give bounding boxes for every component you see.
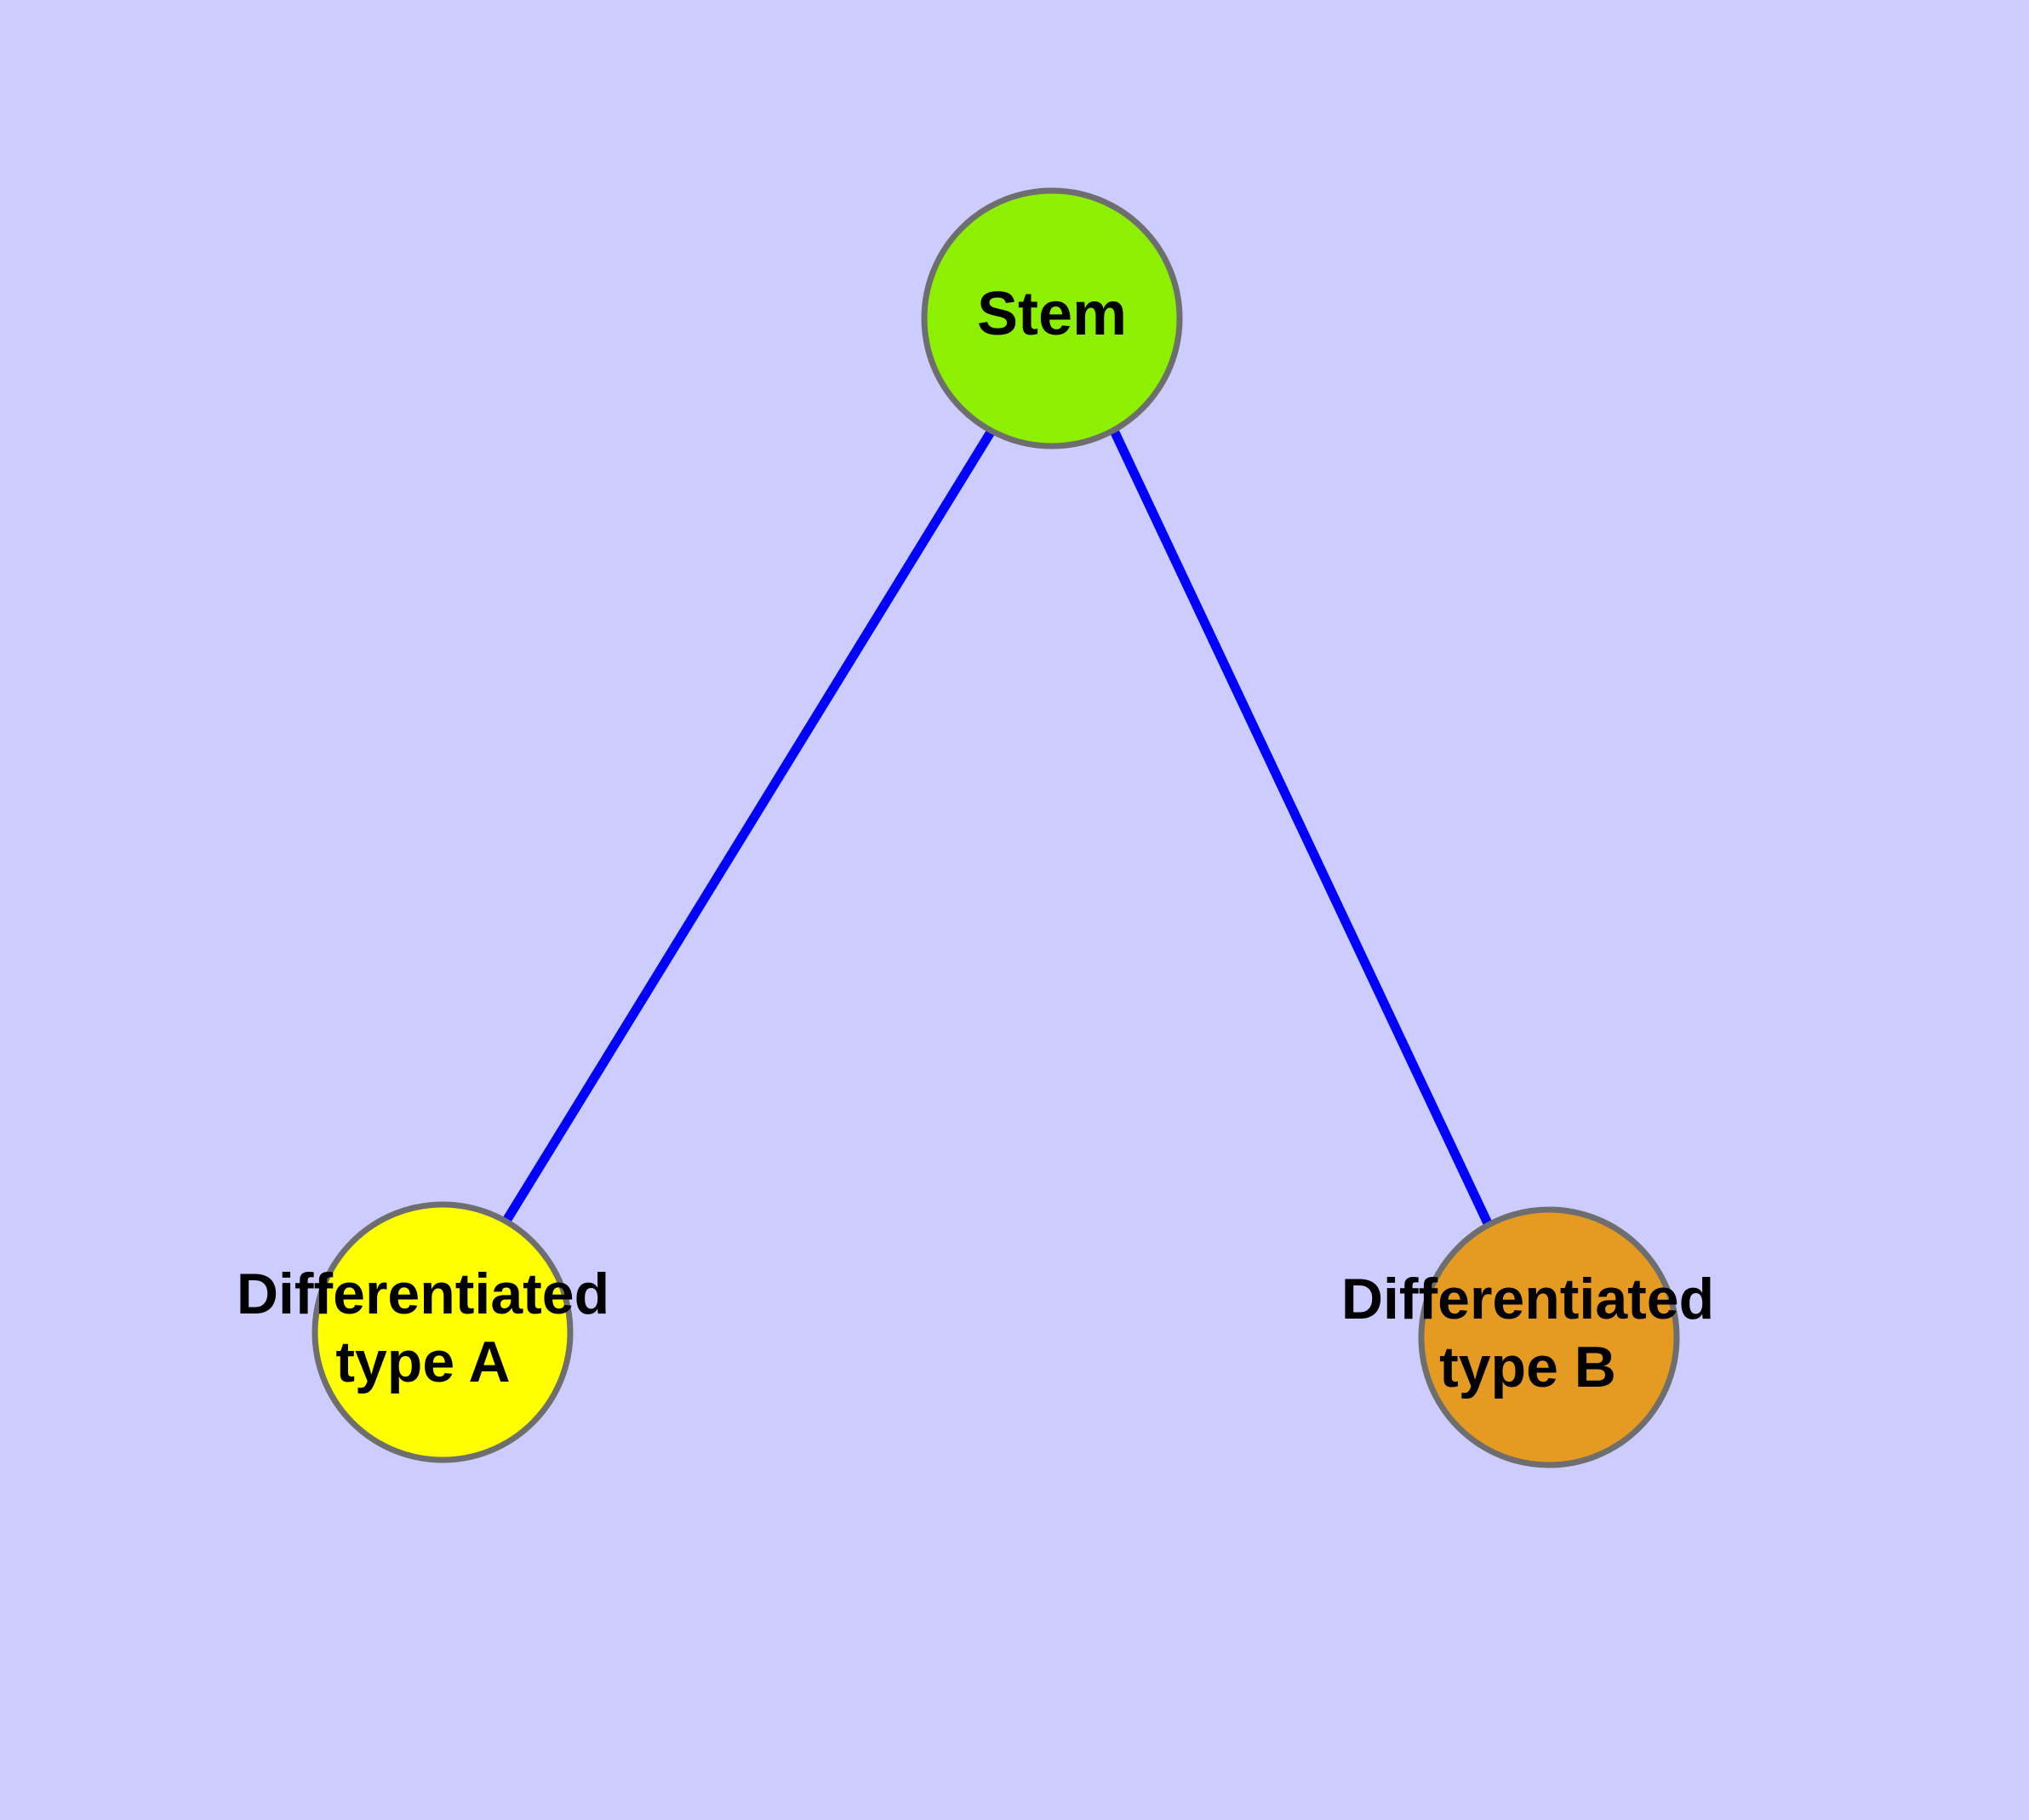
node-circle-differentiated-type-a[interactable]	[311, 1201, 574, 1463]
node-stem[interactable]: Stem	[921, 187, 1183, 449]
node-label-stem: Stem	[977, 280, 1127, 348]
node-label-line: type A	[335, 1330, 510, 1394]
node-label-line: Stem	[977, 280, 1127, 348]
node-label-line: Differentiated	[1341, 1267, 1714, 1331]
edge-layer	[502, 428, 1492, 1226]
node-label-line: Differentiated	[237, 1262, 609, 1326]
edge-stem-to-b[interactable]	[1111, 430, 1492, 1226]
node-circle-differentiated-type-b[interactable]	[1418, 1206, 1680, 1468]
node-circle-stem[interactable]	[921, 187, 1183, 449]
node-label-line: type B	[1439, 1335, 1616, 1399]
edge-stem-to-a[interactable]	[502, 428, 996, 1223]
